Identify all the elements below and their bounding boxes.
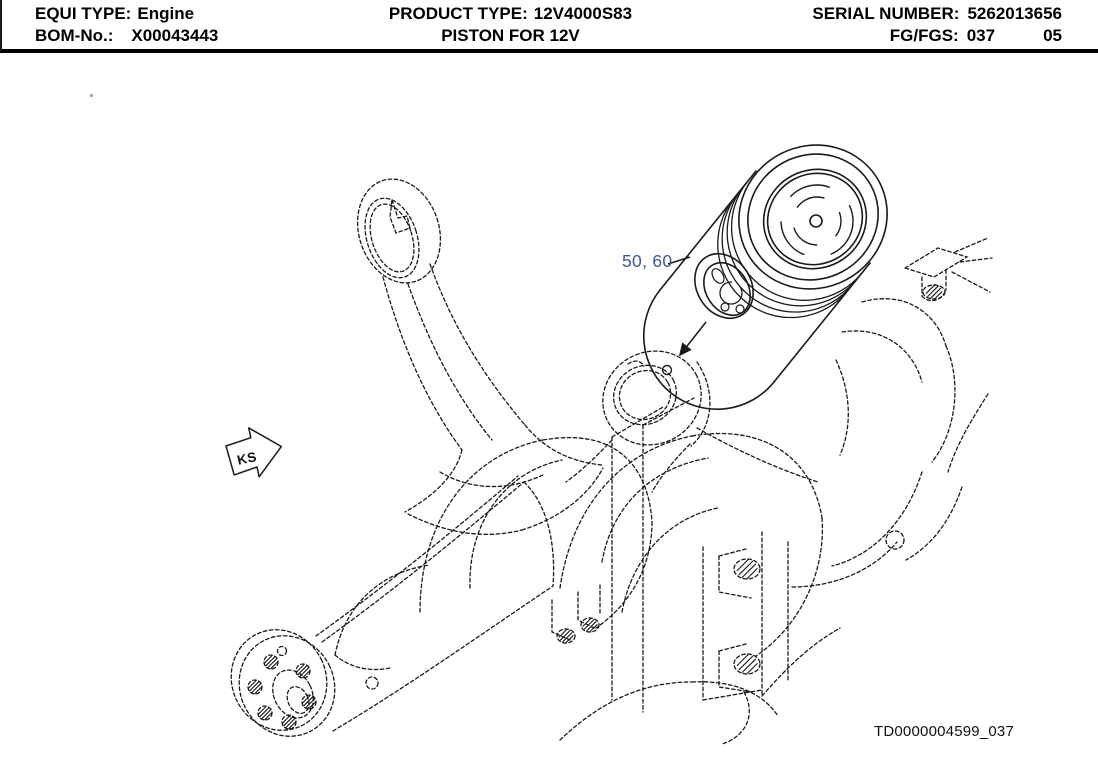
ks-marker-label: KS	[236, 449, 258, 468]
piston-callout-label[interactable]: 50, 60	[622, 251, 673, 271]
piston-drawing	[642, 144, 888, 411]
equi-type-label: EQUI TYPE:	[35, 4, 132, 23]
serial-number-label: SERIAL NUMBER:	[812, 4, 960, 23]
product-type-value: 12V4000S83	[533, 4, 633, 23]
serial-number-value: 5262013656	[967, 4, 1062, 23]
header-row-1: EQUI TYPE: Engine PRODUCT TYPE: 12V4000S83…	[35, 3, 1062, 25]
page-title: PISTON FOR 12V	[365, 25, 732, 47]
equi-type-field: EQUI TYPE: Engine	[35, 3, 365, 25]
header-row-2: BOM-No.: X00043443 PISTON FOR 12V FG/FGS:…	[35, 25, 1062, 47]
subtitle-text: PISTON FOR 12V	[441, 26, 580, 45]
crankshaft-drawing	[230, 237, 993, 745]
equi-type-value: Engine	[137, 4, 195, 23]
connecting-rod-drawing	[356, 178, 604, 535]
bom-label: BOM-No.:	[35, 26, 114, 45]
sheet-number: 05	[1043, 26, 1062, 45]
fg-fgs-label: FG/FGS:	[889, 26, 959, 45]
page-header: EQUI TYPE: Engine PRODUCT TYPE: 12V4000S83…	[0, 0, 1098, 53]
pin-bore-ring-drawing	[565, 350, 711, 493]
stray-mark	[90, 94, 93, 97]
product-type-field: PRODUCT TYPE: 12V4000S83	[365, 3, 732, 25]
diagram-area: KS 50, 60 TD0000004599_037	[0, 54, 1098, 772]
drawing-id: TD0000004599_037	[874, 723, 1014, 740]
bom-field: BOM-No.: X00043443	[35, 25, 365, 47]
callout-leader-line	[667, 256, 691, 265]
serial-number-field: SERIAL NUMBER: 5262013656	[732, 3, 1062, 25]
product-type-label: PRODUCT TYPE:	[388, 4, 528, 23]
ks-arrow-icon	[225, 427, 283, 478]
bom-value: X00043443	[131, 26, 219, 45]
ks-view-marker: KS	[225, 427, 283, 478]
pointer-arrow	[661, 321, 707, 376]
fg-fgs-value: 037	[966, 26, 996, 45]
fg-fgs-field: FG/FGS: 037 05	[732, 25, 1062, 47]
